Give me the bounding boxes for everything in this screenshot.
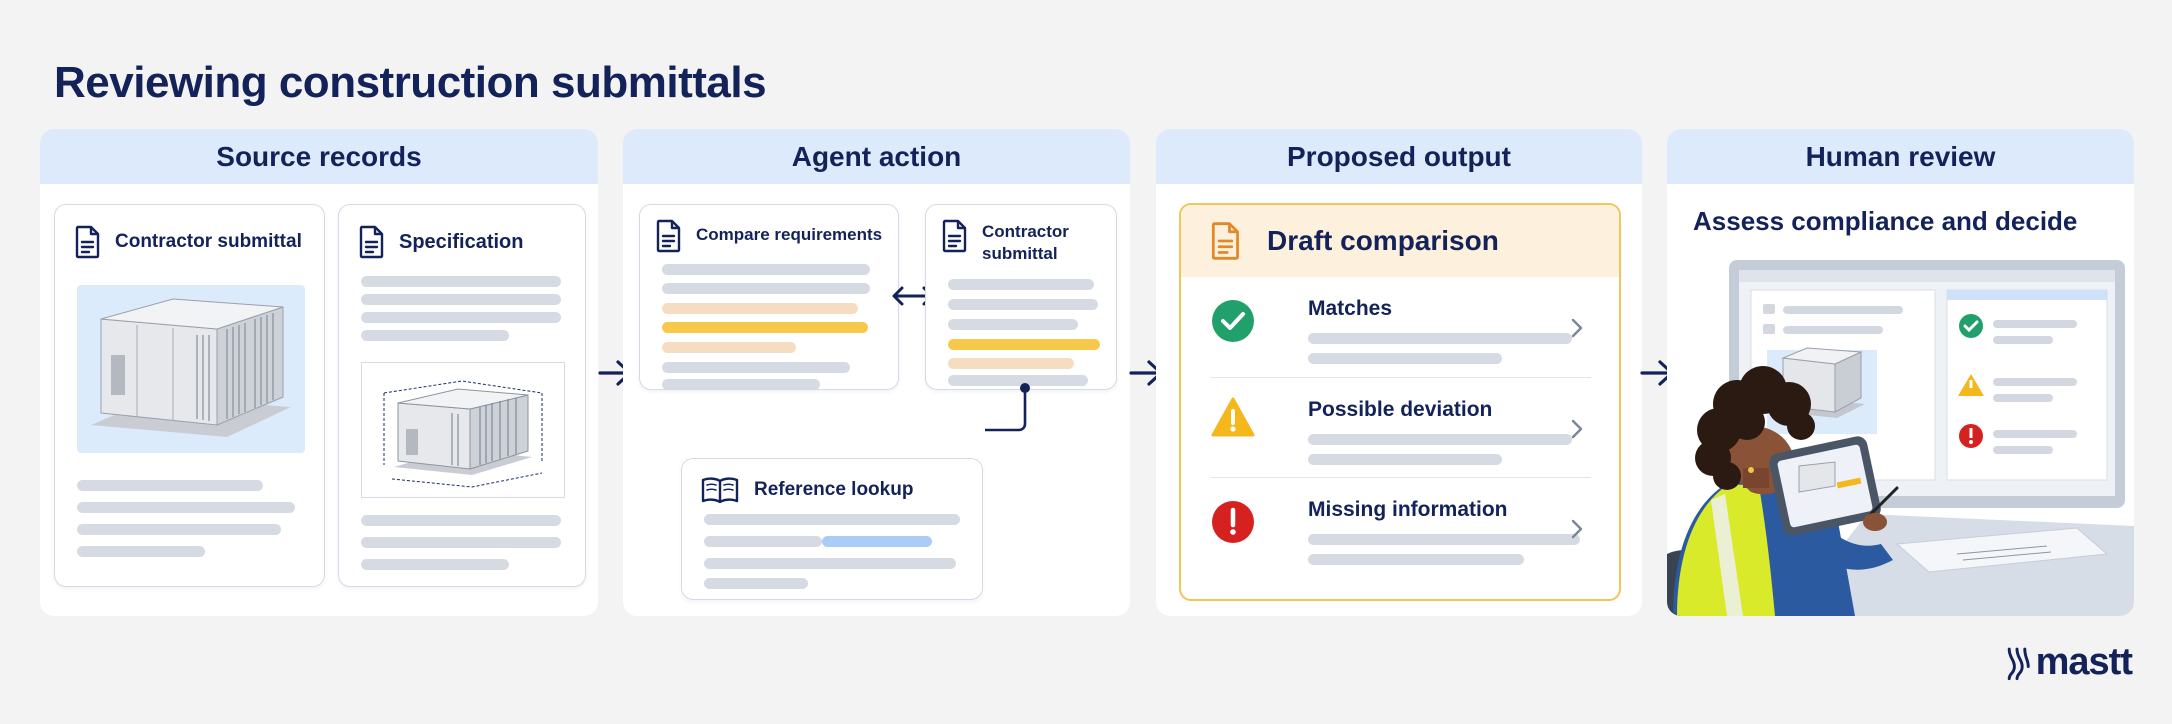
agent-contractor-submittal-card[interactable]: Contractor submittal (925, 204, 1117, 390)
chevron-right-icon (1571, 419, 1583, 439)
human-review-panel: Human review Assess compliance and decid… (1667, 129, 2134, 616)
agent-submittal-title-line2: submittal (982, 244, 1058, 263)
matches-label: Matches (1308, 297, 1393, 320)
mastt-logo-icon (2007, 647, 2030, 680)
proposed-output-header: Proposed output (1156, 129, 1642, 184)
agent-action-panel: Agent action Compare requirements Contra… (623, 129, 1130, 616)
comparison-row-possible-deviation[interactable]: Possible deviation (1211, 377, 1591, 477)
document-icon (942, 219, 967, 253)
specification-card[interactable]: Specification (338, 204, 586, 587)
compare-requirements-title: Compare requirements (696, 225, 883, 244)
book-icon (701, 477, 739, 504)
document-icon (1211, 222, 1239, 260)
mastt-logo-text: mastt (2035, 641, 2133, 683)
possible-deviation-label: Possible deviation (1308, 398, 1493, 421)
source-records-header: Source records (40, 129, 598, 184)
contractor-submittal-title: Contractor submittal (115, 231, 302, 252)
chevron-right-icon (1571, 519, 1583, 539)
specification-title: Specification (399, 231, 524, 253)
missing-information-label: Missing information (1308, 498, 1508, 521)
page-title: Reviewing construction submittals (54, 58, 767, 107)
draft-comparison-card[interactable]: Draft comparison Matches Possible deviat… (1179, 203, 1621, 601)
contractor-submittal-card[interactable]: Contractor submittal (54, 204, 325, 587)
source-records-panel: Source records Contractor submittal (40, 129, 598, 616)
hvac-unit-image (77, 285, 305, 453)
document-icon (75, 225, 100, 259)
chevron-right-icon (1571, 318, 1583, 338)
compare-requirements-card[interactable]: Compare requirements (639, 204, 899, 390)
comparison-row-matches[interactable]: Matches (1211, 277, 1591, 377)
draft-comparison-title: Draft comparison (1267, 225, 1499, 256)
mastt-logo: mastt (2004, 641, 2133, 684)
connector-line (985, 383, 1030, 432)
reference-lookup-title: Reference lookup (754, 479, 914, 500)
check-circle-icon (1212, 300, 1254, 342)
reference-lookup-card[interactable]: Reference lookup (681, 458, 983, 600)
reviewer-illustration (1667, 254, 2134, 616)
error-circle-icon (1212, 501, 1254, 543)
agent-submittal-title-line1: Contractor (982, 222, 1069, 241)
document-icon (359, 225, 384, 259)
proposed-output-panel: Proposed output Draft comparison Matches… (1156, 129, 1642, 616)
human-review-header: Human review (1667, 129, 2134, 184)
warning-icon (1211, 397, 1255, 437)
comparison-row-missing-information[interactable]: Missing information (1211, 477, 1591, 577)
unit-drawing (361, 362, 565, 498)
human-review-subtitle: Assess compliance and decide (1693, 206, 2078, 236)
document-icon (656, 219, 681, 253)
agent-action-header: Agent action (623, 129, 1130, 184)
